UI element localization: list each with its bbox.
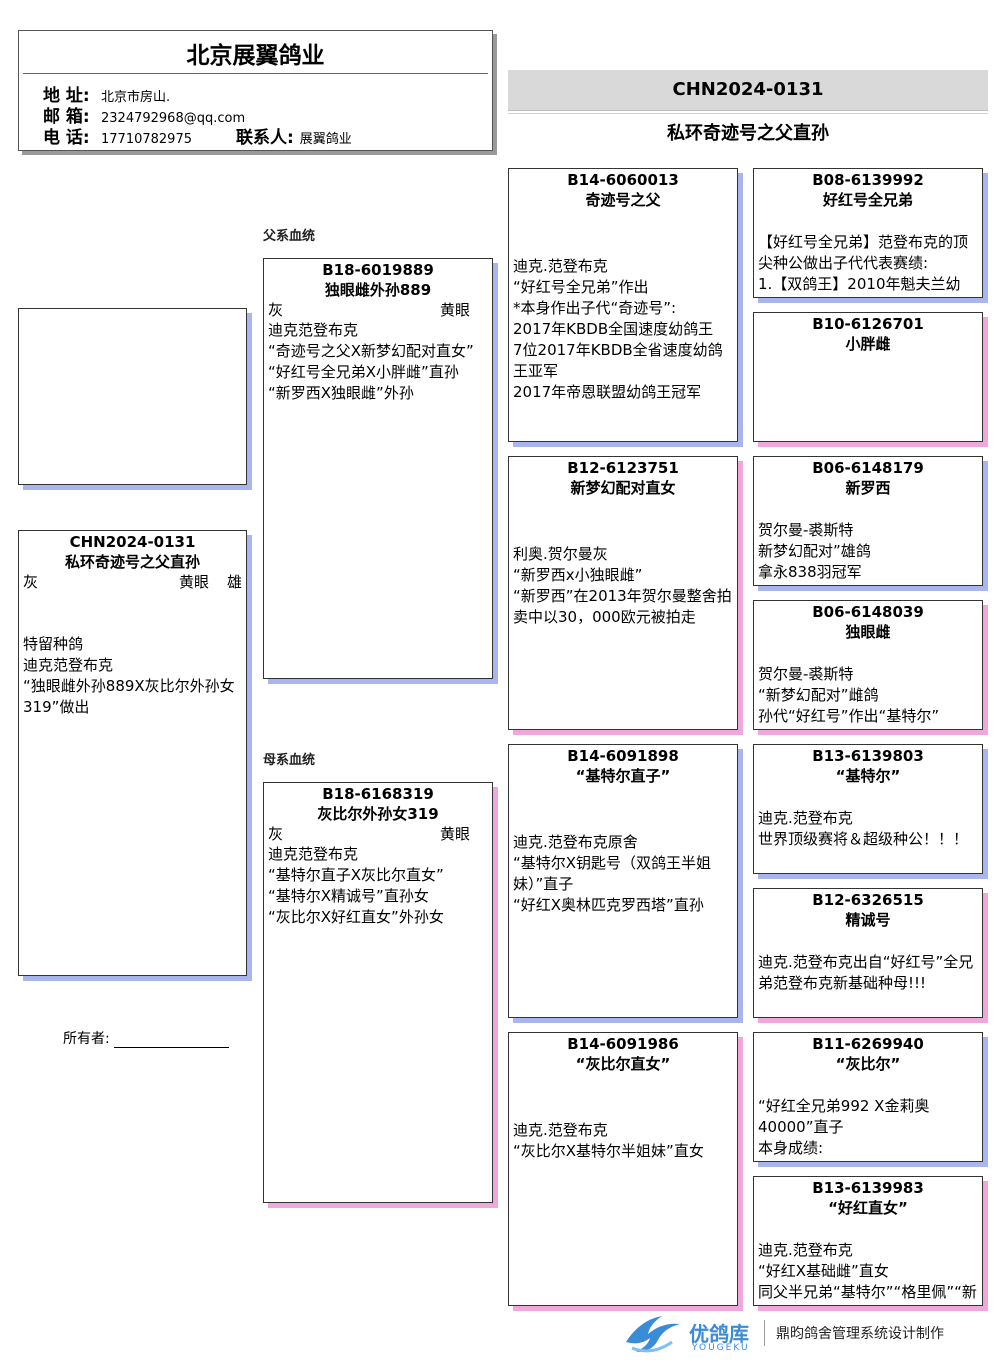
great-grandparent-name: “好红直女” — [828, 1199, 908, 1217]
great-grandparent-name: 好红号全兄弟 — [822, 191, 913, 209]
great-grandparent-card: B12-6326515 精诚号 迪克.范登布克出自“好红号”全兄弟范登布克新基础… — [753, 888, 983, 1018]
great-grandparent-name: 新罗西 — [845, 479, 891, 497]
maternal-grandsire-card: B14-6091898 “基特尔直子” 迪克.范登布克原舍 “基特尔X钥匙号（双… — [508, 744, 738, 1018]
great-grandparent-card: B11-6269940 “灰比尔” “好红全兄弟992 X金莉奥40000”直子… — [753, 1032, 983, 1162]
great-grandparent-card: B13-6139983 “好红直女” 迪克.范登布克 “好红X基础雌”直女 同父… — [753, 1176, 983, 1306]
grandparent-ring: B14-6091898 — [567, 747, 679, 765]
great-grandparent-ring: B11-6269940 — [812, 1035, 924, 1053]
great-grandparent-description: “好红全兄弟992 X金莉奥40000”直子 本身成绩: — [758, 1097, 930, 1157]
great-grandparent-description: 迪克.范登布克 世界顶级赛将＆超级种公！！！ — [758, 809, 969, 848]
grandparent-ring: B12-6123751 — [567, 459, 679, 477]
header-divider — [23, 73, 488, 74]
sire-eye: 黄眼 — [439, 301, 470, 319]
great-grandparent-description: 迪克.范登布克 “好红X基础雌”直女 同父半兄弟“基特尔”“格里佩”“新 — [758, 1241, 977, 1301]
sire-description: 迪克范登布克 “奇迹号之父X新梦幻配对直女” “好红号全兄弟X小胖雌”直孙 “新… — [268, 321, 474, 402]
subject-traits: 灰 黄眼 雄 — [19, 572, 246, 592]
subject-name: 私环奇迹号之父直孙 — [64, 553, 200, 571]
address-label: 地 址: — [43, 86, 90, 106]
dam-card: B18-6168319 灰比尔外孙女319 灰 黄眼 迪克范登布克 “基特尔直子… — [263, 782, 493, 1203]
subject-card: CHN2024-0131 私环奇迹号之父直孙 灰 黄眼 雄 特留种鸽 迪克范登布… — [18, 530, 247, 976]
dam-eye: 黄眼 — [439, 825, 470, 843]
great-grandparent-card: B06-6148179 新罗西 贺尔曼-裘斯特 新梦幻配对”雄鸽 拿永838羽冠… — [753, 456, 983, 586]
great-grandparent-ring: B06-6148039 — [812, 603, 924, 621]
paternal-granddam-card: B12-6123751 新梦幻配对直女 利奥.贺尔曼灰 “新罗西x小独眼雌” “… — [508, 456, 738, 730]
maternal-granddam-card: B14-6091986 “灰比尔直女” 迪克.范登布克 “灰比尔X基特尔半姐妹”… — [508, 1032, 738, 1306]
address-value: 北京市房山. — [101, 90, 171, 105]
contact-value: 展翼鸽业 — [299, 132, 352, 147]
subject-color: 灰 — [23, 573, 39, 591]
pedigree-ring-banner: CHN2024-0131 — [508, 70, 988, 111]
sire-ring: B18-6019889 — [322, 261, 434, 279]
sire-traits: 灰 黄眼 — [264, 300, 492, 320]
grandparent-description: 迪克.范登布克 “好红号全兄弟”作出 *本身作出子代“奇迹号”: 2017年KB… — [513, 257, 723, 401]
subject-description: 特留种鸽 迪克范登布克 “独眼雌外孙889X灰比尔外孙女319”做出 — [23, 635, 235, 716]
grandparent-name: 新梦幻配对直女 — [570, 479, 676, 497]
paternal-grandsire-card: B14-6060013 奇迹号之父 迪克.范登布克 “好红号全兄弟”作出 *本身… — [508, 168, 738, 442]
great-grandparent-name: “基特尔” — [835, 767, 901, 785]
sire-line-label: 父系血统 — [263, 229, 316, 244]
subject-ring: CHN2024-0131 — [69, 533, 196, 551]
grandparent-ring: B14-6060013 — [567, 171, 679, 189]
grandparent-name: “基特尔直子” — [575, 767, 671, 785]
dam-color: 灰 — [268, 825, 284, 843]
great-grandparent-card: B13-6139803 “基特尔” 迪克.范登布克 世界顶级赛将＆超级种公！！！ — [753, 744, 983, 874]
owner-label: 所有者: — [63, 1031, 110, 1047]
phone-label: 电 话: — [43, 128, 90, 148]
sire-color: 灰 — [268, 301, 284, 319]
phone-value: 17710782975 — [101, 132, 192, 147]
phone-row: 电 话: 17710782975 联系人: 展翼鸽业 — [43, 129, 352, 149]
footer-divider — [764, 1320, 765, 1346]
pigeon-photo-frame — [18, 308, 247, 485]
great-grandparent-ring: B13-6139803 — [812, 747, 924, 765]
grandparent-name: 奇迹号之父 — [585, 191, 661, 209]
grandparent-description: 迪克.范登布克原舍 “基特尔X钥匙号（双鸽王半姐妹）”直子 “好红X奥林匹克罗西… — [513, 833, 712, 914]
great-grandparent-card: B10-6126701 小胖雌 — [753, 312, 983, 442]
great-grandparent-ring: B10-6126701 — [812, 315, 924, 333]
great-grandparent-description: 贺尔曼-裘斯特 “新梦幻配对”雌鸽 孙代“好红号”作出“基特尔” — [758, 665, 940, 725]
great-grandparent-description: 【好红号全兄弟】范登布克的顶尖种公做出子代代表赛绩: 1.【双鸽王】2010年魁… — [758, 233, 969, 293]
great-grandparent-ring: B06-6148179 — [812, 459, 924, 477]
dam-line-label: 母系血统 — [263, 753, 316, 768]
footer-credit: 鼎昀鸽舍管理系统设计制作 — [776, 1326, 944, 1342]
grandparent-name: “灰比尔直女” — [575, 1055, 671, 1073]
great-grandparent-description: 贺尔曼-裘斯特 新梦幻配对”雄鸽 拿永838羽冠军 — [758, 521, 871, 581]
sire-name: 独眼雌外孙889 — [324, 281, 432, 299]
kennel-title: 北京展翼鸽业 — [186, 43, 325, 69]
dam-traits: 灰 黄眼 — [264, 824, 492, 844]
great-grandparent-name: 精诚号 — [845, 911, 891, 929]
great-grandparent-description: 迪克.范登布克出自“好红号”全兄弟范登布克新基础种母!!! — [758, 953, 974, 992]
subject-sex: 雄 — [226, 573, 242, 591]
grandparent-ring: B14-6091986 — [567, 1035, 679, 1053]
dam-name: 灰比尔外孙女319 — [317, 805, 439, 823]
great-grandparent-card: B06-6148039 独眼雌 贺尔曼-裘斯特 “新梦幻配对”雌鸽 孙代“好红号… — [753, 600, 983, 730]
great-grandparent-ring: B13-6139983 — [812, 1179, 924, 1197]
great-grandparent-card: B08-6139992 好红号全兄弟 【好红号全兄弟】范登布克的顶尖种公做出子代… — [753, 168, 983, 298]
grandparent-description: 迪克.范登布克 “灰比尔X基特尔半姐妹”直女 — [513, 1121, 704, 1160]
address-row: 地 址: 北京市房山. — [43, 87, 170, 107]
email-value: 2324792968@qq.com — [101, 111, 246, 126]
footer: 优鸽库 YOUGEKU 鼎昀鸽舍管理系统设计制作 — [622, 1312, 992, 1356]
sire-card: B18-6019889 独眼雌外孙889 灰 黄眼 迪克范登布克 “奇迹号之父X… — [263, 258, 493, 679]
brand-name: 优鸽库 — [689, 1322, 749, 1346]
great-grandparent-name: “灰比尔” — [835, 1055, 901, 1073]
dam-description: 迪克范登布克 “基特尔直子X灰比尔直女” “基特尔X精诚号”直孙女 “灰比尔X好… — [268, 845, 444, 926]
kennel-header-card: 北京展翼鸽业 地 址:北京市房山. 邮 箱:2324792968@qq.com … — [18, 30, 493, 151]
pedigree-name-banner: 私环奇迹号之父直孙 — [508, 113, 988, 154]
owner-signature-line — [113, 1033, 229, 1048]
grandparent-description: 利奥.贺尔曼灰 “新罗西x小独眼雌” “新罗西”在2013年贺尔曼整舍拍卖中以3… — [513, 545, 732, 626]
contact-label: 联系人: — [235, 128, 294, 148]
dam-ring: B18-6168319 — [322, 785, 434, 803]
brand-name-en: YOUGEKU — [692, 1343, 750, 1353]
great-grandparent-name: 小胖雌 — [845, 335, 891, 353]
email-label: 邮 箱: — [43, 107, 90, 127]
subject-eye: 黄眼 — [178, 573, 209, 591]
yougeku-logo-icon — [626, 1316, 680, 1353]
email-row: 邮 箱: 2324792968@qq.com — [43, 108, 245, 128]
owner-field: 所有者: — [63, 1028, 229, 1048]
great-grandparent-name: 独眼雌 — [845, 623, 891, 641]
great-grandparent-ring: B12-6326515 — [812, 891, 924, 909]
great-grandparent-ring: B08-6139992 — [812, 171, 924, 189]
